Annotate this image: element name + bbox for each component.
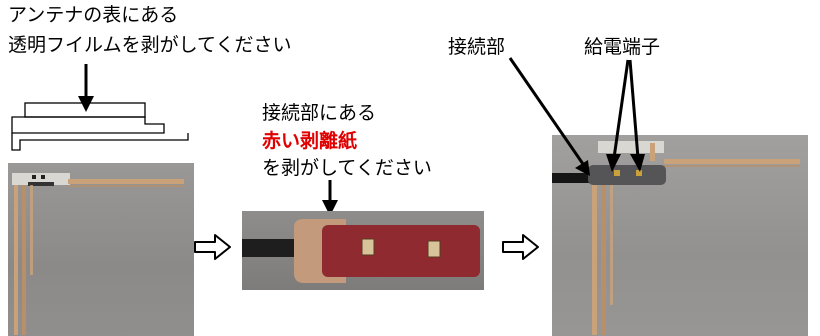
terminal-callout-line-1: [612, 59, 630, 159]
connector-housing: [588, 165, 666, 185]
film-layers: [11, 102, 189, 151]
arrow-head-icon: [630, 154, 645, 172]
terminal-pad-2: [427, 240, 441, 258]
terminal-pad-1: [361, 238, 375, 256]
connector-label: 接続部: [448, 36, 506, 58]
instruction-left-line2: 透明フイルムを剥がしてください: [8, 34, 292, 56]
connector-callout-line: [508, 57, 585, 165]
right-arrow-icon: [502, 234, 539, 260]
down-arrow-icon: [78, 64, 94, 112]
feed-terminal-label: 給電端子: [584, 36, 661, 58]
connector-closeup-photo: [242, 211, 484, 290]
right-arrow-icon: [194, 234, 231, 260]
instruction-middle-line1: 接続部にある: [262, 102, 377, 124]
down-arrow-icon: [322, 180, 338, 216]
red-release-paper: [322, 225, 480, 277]
arrow-head-icon: [575, 160, 590, 176]
film-diagram: [11, 64, 189, 151]
cable: [552, 173, 592, 183]
instruction-left-line1: アンテナの表にある: [8, 4, 179, 26]
terminal-callout-line-2: [628, 59, 640, 159]
arrow-head-icon: [606, 154, 621, 172]
antenna-element: [12, 173, 184, 335]
instruction-middle-red-text: 赤い剥離紙: [262, 130, 358, 152]
installed-antenna-photo: [552, 135, 808, 336]
antenna-photo-left: [8, 163, 194, 336]
instruction-middle-line3: を剥がしてください: [262, 157, 432, 179]
